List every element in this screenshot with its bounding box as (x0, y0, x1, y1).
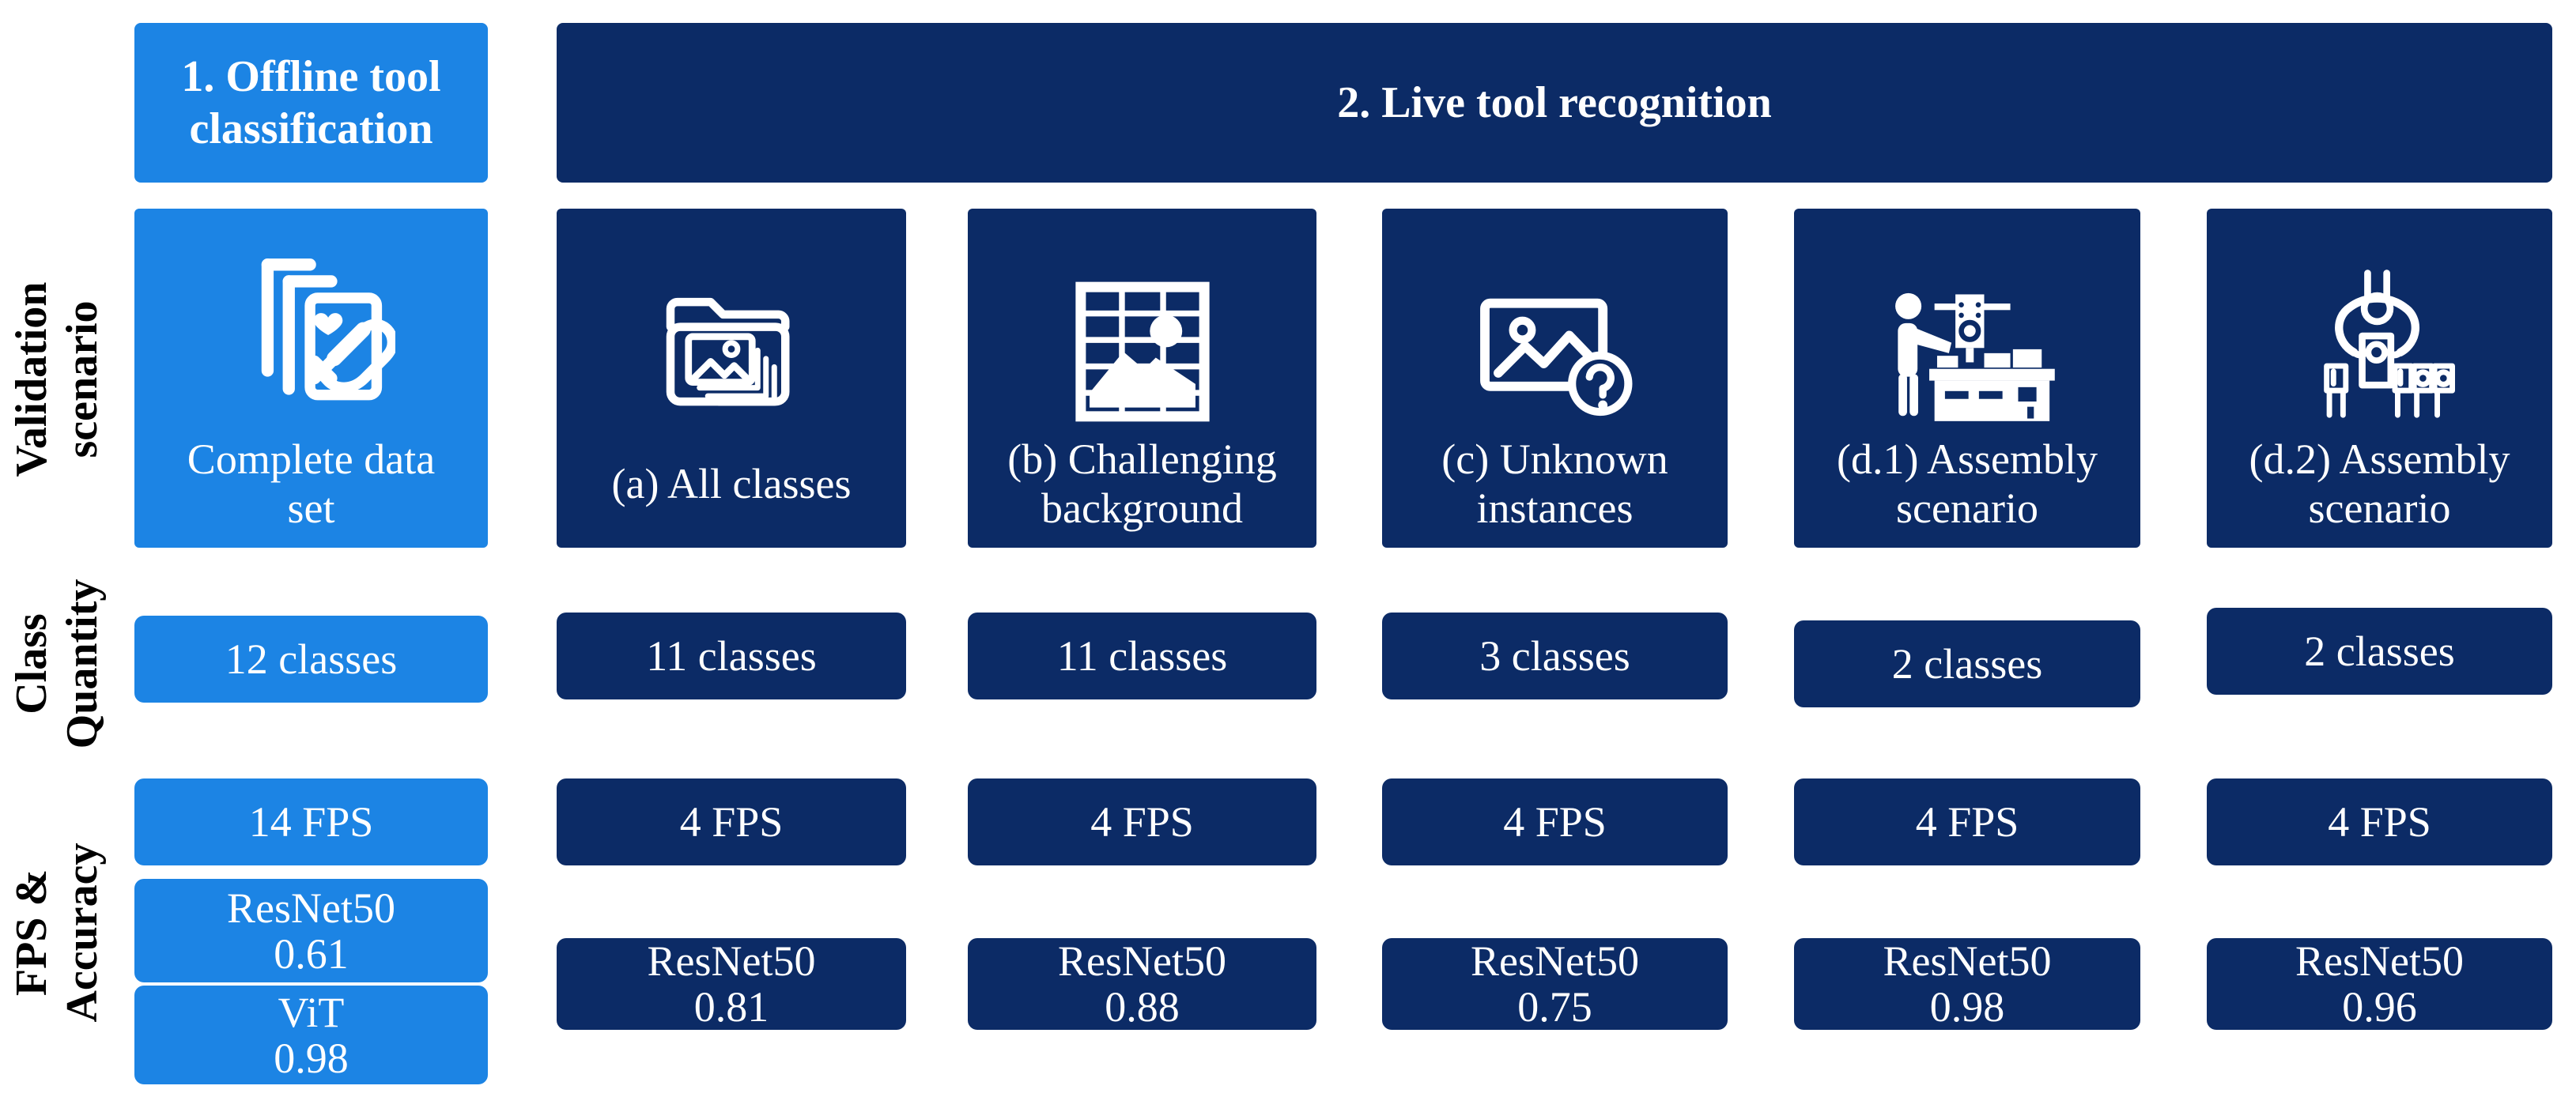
offline-tool-classification-header: 1. Offline tool classification (134, 23, 488, 183)
scenario-card-assembly-manual: (d.1) Assembly scenario (1794, 209, 2140, 548)
accuracy-model: ResNet50 (1058, 937, 1226, 985)
scenario-card-complete-dataset: Complete data set (134, 209, 488, 548)
robot-gripper-icon (2305, 229, 2455, 425)
fps-d2: 4 FPS (2207, 778, 2552, 865)
class-quantity-offline: 12 classes (134, 616, 488, 703)
accuracy-model: ResNet50 (227, 884, 395, 932)
accuracy-b: ResNet50 0.88 (968, 938, 1316, 1030)
scenario-card-challenging-background: (b) Challenging background (968, 209, 1316, 548)
accuracy-model: ResNet50 (1883, 937, 2052, 985)
scenario-label: (b) Challenging background (1007, 435, 1277, 532)
accuracy-score: 0.98 (1929, 983, 2005, 1031)
accuracy-model: ViT (278, 988, 345, 1036)
accuracy-d1: ResNet50 0.98 (1794, 938, 2140, 1030)
accuracy-score: 0.61 (274, 929, 349, 978)
scenario-card-assembly-robot: (d.2) Assembly scenario (2207, 209, 2552, 548)
class-quantity-d2: 2 classes (2207, 608, 2552, 695)
scenario-label: Complete data set (187, 435, 436, 532)
row-label-validation-scenario: Validation scenario (7, 281, 107, 477)
scenario-card-all-classes: (a) All classes (557, 209, 906, 548)
class-quantity-c: 3 classes (1382, 613, 1728, 699)
scenario-label: (d.1) Assembly scenario (1837, 435, 2098, 532)
row-label-class-quantity: Class Quantity (7, 579, 107, 749)
dataset-classification-icon (228, 229, 395, 425)
accuracy-model: ResNet50 (1471, 937, 1639, 985)
accuracy-d2: ResNet50 0.96 (2207, 938, 2552, 1030)
accuracy-offline-resnet50: ResNet50 0.61 (134, 879, 488, 982)
accuracy-offline-vit: ViT 0.98 (134, 986, 488, 1084)
grid-image-icon (1069, 229, 1216, 425)
accuracy-model: ResNet50 (2295, 937, 2464, 985)
fps-d1: 4 FPS (1794, 778, 2140, 865)
scenario-label: (d.2) Assembly scenario (2249, 435, 2510, 532)
assembly-station-icon (1869, 229, 2065, 425)
class-quantity-b: 11 classes (968, 613, 1316, 699)
class-quantity-a: 11 classes (557, 613, 906, 699)
accuracy-model: ResNet50 (647, 937, 816, 985)
folder-images-icon (648, 229, 814, 425)
fps-b: 4 FPS (968, 778, 1316, 865)
class-quantity-d1: 2 classes (1794, 620, 2140, 707)
accuracy-score: 0.88 (1105, 983, 1180, 1031)
accuracy-score: 0.75 (1517, 983, 1592, 1031)
fps-a: 4 FPS (557, 778, 906, 865)
fps-offline: 14 FPS (134, 778, 488, 865)
accuracy-a: ResNet50 0.81 (557, 938, 906, 1030)
accuracy-score: 0.98 (274, 1034, 349, 1082)
unknown-image-icon (1471, 229, 1639, 425)
accuracy-score: 0.81 (693, 983, 769, 1031)
scenario-label: (a) All classes (611, 459, 852, 507)
accuracy-score: 0.96 (2342, 983, 2417, 1031)
scenario-label: (c) Unknown instances (1441, 435, 1668, 532)
row-label-fps-accuracy: FPS & Accuracy (7, 843, 107, 1023)
accuracy-c: ResNet50 0.75 (1382, 938, 1728, 1030)
scenario-card-unknown-instances: (c) Unknown instances (1382, 209, 1728, 548)
fps-c: 4 FPS (1382, 778, 1728, 865)
live-tool-recognition-header: 2. Live tool recognition (557, 23, 2552, 183)
